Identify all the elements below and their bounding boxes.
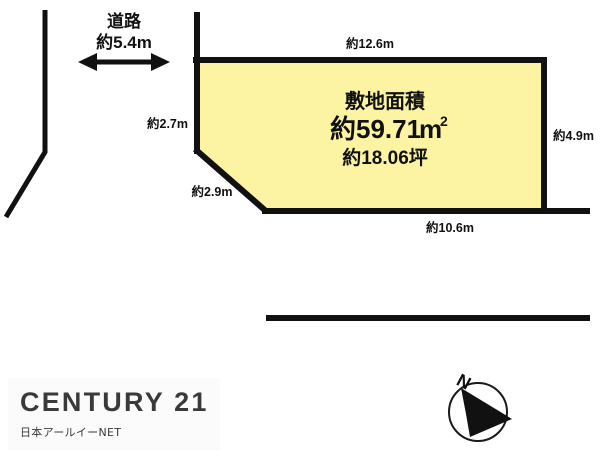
dimension-label-top: 約12.6m	[346, 36, 394, 51]
road-width-label: 約5.4m	[96, 32, 152, 52]
dimension-label-right: 約4.9m	[553, 128, 594, 143]
parcel-area-sqm-exponent: 2	[440, 113, 448, 129]
road-west-boundary	[3, 10, 48, 219]
parcel-area-sqm: 約59.71 m 2	[330, 113, 448, 144]
dimension-label-left-upper: 約2.7m	[147, 116, 188, 131]
parcel-edge-left-diagonal	[193, 146, 269, 215]
dimension-label-left-diagonal: 約2.9m	[192, 184, 233, 199]
parcel-area-sqm-unit: m	[419, 114, 442, 144]
road-width-arrow	[78, 53, 170, 71]
compass-rose: N	[448, 370, 512, 442]
brand-subtitle: 日本アールイーNET	[20, 425, 122, 439]
parcel-polygon	[197, 60, 543, 210]
brand-logo: CENTURY 21 日本アールイーNET	[8, 378, 220, 450]
compass-needle-dark	[461, 388, 512, 437]
parcel-area-caption: 敷地面積	[345, 89, 426, 113]
parcel-area-tsubo: 約18.06坪	[342, 146, 428, 169]
brand-name: CENTURY 21	[20, 387, 209, 418]
road-name-label: 道路	[107, 11, 142, 31]
parcel-area-sqm-value: 約59.71	[330, 114, 421, 144]
dimension-label-bottom: 約10.6m	[426, 220, 474, 235]
